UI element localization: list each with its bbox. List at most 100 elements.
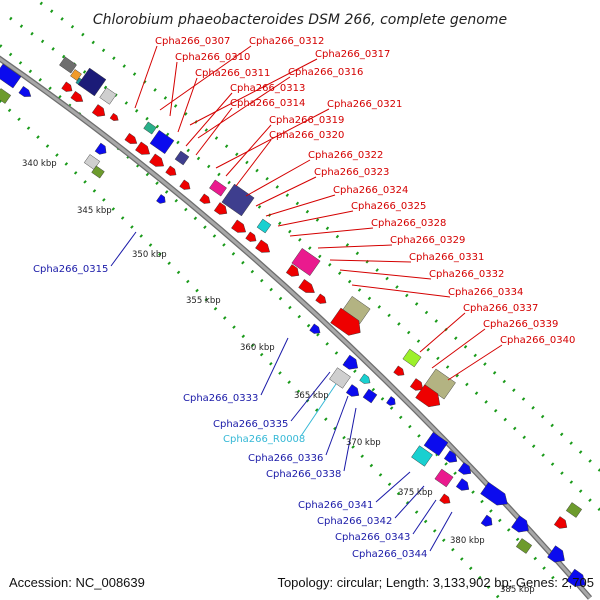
gene-label-forward: Cpha266_0317 xyxy=(315,49,390,60)
feature-glyph xyxy=(553,516,568,529)
feature-glyph xyxy=(231,219,246,233)
guide-arc-1 xyxy=(0,43,557,582)
leader-line xyxy=(419,312,466,353)
feature-arrow xyxy=(393,365,405,376)
tick-label: 380 kbp xyxy=(450,536,485,546)
feature-glyph xyxy=(393,365,405,376)
gene-label-reverse: Cpha266_0333 xyxy=(183,393,258,404)
feature-arrow xyxy=(213,202,228,215)
feature-glyph xyxy=(423,432,449,456)
feature-arrow xyxy=(109,112,119,121)
feature-box xyxy=(143,121,157,135)
feature-glyph xyxy=(109,112,119,121)
feature-glyph xyxy=(209,179,227,197)
gene-label-forward: Cpha266_0312 xyxy=(249,36,324,47)
gene-label-reverse: Cpha266_0343 xyxy=(335,532,410,543)
label-leader-layer xyxy=(110,45,503,552)
gene-label-forward: Cpha266_0325 xyxy=(351,201,426,212)
feature-box xyxy=(434,468,454,488)
feature-glyph xyxy=(165,165,177,176)
feature-arrow xyxy=(566,568,586,587)
feature-box xyxy=(77,67,107,97)
feature-glyph xyxy=(409,378,424,391)
gene-label-reverse: Cpha266_0341 xyxy=(298,500,373,511)
feature-glyph xyxy=(135,141,150,155)
feature-glyph xyxy=(149,130,175,154)
feature-box xyxy=(91,165,105,179)
feature-glyph xyxy=(99,87,117,105)
gene-label-forward: Cpha266_0316 xyxy=(288,67,363,78)
feature-arrow xyxy=(149,153,164,167)
gene-label-reverse: Cpha266_0342 xyxy=(317,516,392,527)
leader-line xyxy=(110,231,137,267)
gene-label-forward: Cpha266_0328 xyxy=(371,218,446,229)
feature-box xyxy=(0,63,22,89)
feature-glyph xyxy=(434,468,454,488)
feature-glyph xyxy=(443,450,458,463)
tick-label: 340 kbp xyxy=(22,159,57,169)
accession-text: Accession: NC_008639 xyxy=(9,575,145,590)
feature-box xyxy=(411,445,433,467)
feature-glyph xyxy=(91,165,105,179)
feature-glyph xyxy=(515,538,533,554)
feature-glyph xyxy=(143,121,157,135)
feature-box xyxy=(174,150,190,166)
feature-glyph xyxy=(565,502,583,518)
gene-label-forward: Cpha266_0331 xyxy=(409,252,484,263)
feature-glyph xyxy=(59,56,77,74)
feature-arrow xyxy=(165,165,177,176)
feature-glyph xyxy=(415,384,441,408)
feature-glyph xyxy=(309,323,321,334)
feature-glyph xyxy=(255,239,270,253)
feature-glyph xyxy=(213,202,228,215)
feature-arrow xyxy=(179,179,191,190)
feature-arrow xyxy=(480,481,508,506)
leader-line xyxy=(185,92,233,147)
leader-line xyxy=(290,371,331,422)
feature-glyph xyxy=(566,568,586,587)
feature-arrow xyxy=(315,293,327,304)
feature-layer xyxy=(0,56,586,587)
feature-arrow xyxy=(547,545,565,563)
tick-label: 360 kbp xyxy=(240,343,275,353)
feature-glyph xyxy=(402,348,422,368)
feature-arrow xyxy=(94,142,107,155)
leader-line xyxy=(245,159,311,197)
feature-arrow xyxy=(455,478,470,491)
feature-arrow xyxy=(480,514,493,527)
feature-box xyxy=(149,130,175,154)
gene-label-forward: Cpha266_0313 xyxy=(230,83,305,94)
tick-label: 365 kbp xyxy=(294,391,329,401)
feature-glyph xyxy=(83,154,101,170)
feature-glyph xyxy=(362,388,378,404)
feature-glyph xyxy=(457,462,472,475)
gene-label-forward: Cpha266_0329 xyxy=(390,235,465,246)
feature-glyph xyxy=(221,183,255,217)
feature-box xyxy=(221,183,255,217)
feature-arrow xyxy=(199,193,211,204)
gene-label-forward: Cpha266_0307 xyxy=(155,36,230,47)
feature-glyph xyxy=(511,515,529,533)
tick-label: 345 kbp xyxy=(77,206,112,216)
feature-arrow xyxy=(285,264,300,277)
leader-line xyxy=(447,344,503,381)
tick-label: 370 kbp xyxy=(346,438,381,448)
gene-label-reverse: Cpha266_0315 xyxy=(33,264,108,275)
feature-glyph xyxy=(439,493,451,504)
leader-line xyxy=(197,76,291,139)
feature-glyph xyxy=(94,142,107,155)
tick-label: 350 kbp xyxy=(132,250,167,260)
leader-line xyxy=(189,58,318,126)
feature-glyph xyxy=(77,67,107,97)
leader-line xyxy=(343,407,357,472)
feature-box xyxy=(329,367,351,389)
feature-glyph xyxy=(256,218,272,234)
genome-backbone xyxy=(0,55,593,600)
gene-label-forward: Cpha266_0314 xyxy=(230,98,305,109)
feature-glyph xyxy=(61,81,73,92)
feature-glyph xyxy=(345,384,360,397)
leader-line xyxy=(177,77,198,133)
